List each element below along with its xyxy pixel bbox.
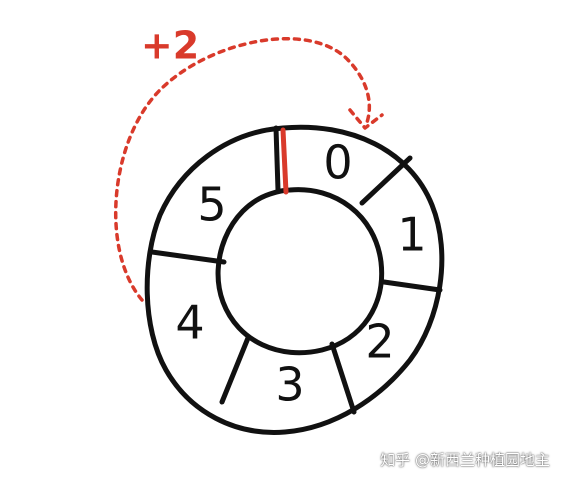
- pointer-marker: [280, 127, 289, 195]
- slot-label-5: 5: [197, 178, 226, 232]
- offset-label: +2: [141, 24, 199, 68]
- outer-ring: [144, 124, 445, 435]
- divider-5-0: [273, 125, 281, 193]
- divider-3-4: [219, 335, 251, 405]
- divider-0-1: [359, 155, 413, 206]
- divider-4-5: [149, 249, 227, 265]
- offset-arrow: [113, 36, 372, 302]
- slot-label-2: 2: [365, 315, 394, 369]
- slot-label-4: 4: [175, 296, 204, 350]
- slot-label-3: 3: [275, 358, 304, 412]
- slot-label-1: 1: [397, 208, 426, 262]
- inner-ring: [215, 187, 385, 356]
- watermark: 知乎 @新西兰种植园地主: [380, 451, 550, 469]
- offset-arrowhead: [348, 108, 384, 130]
- divider-2-3: [329, 341, 357, 415]
- divider-1-2: [381, 279, 443, 293]
- slot-label-0: 0: [323, 136, 352, 190]
